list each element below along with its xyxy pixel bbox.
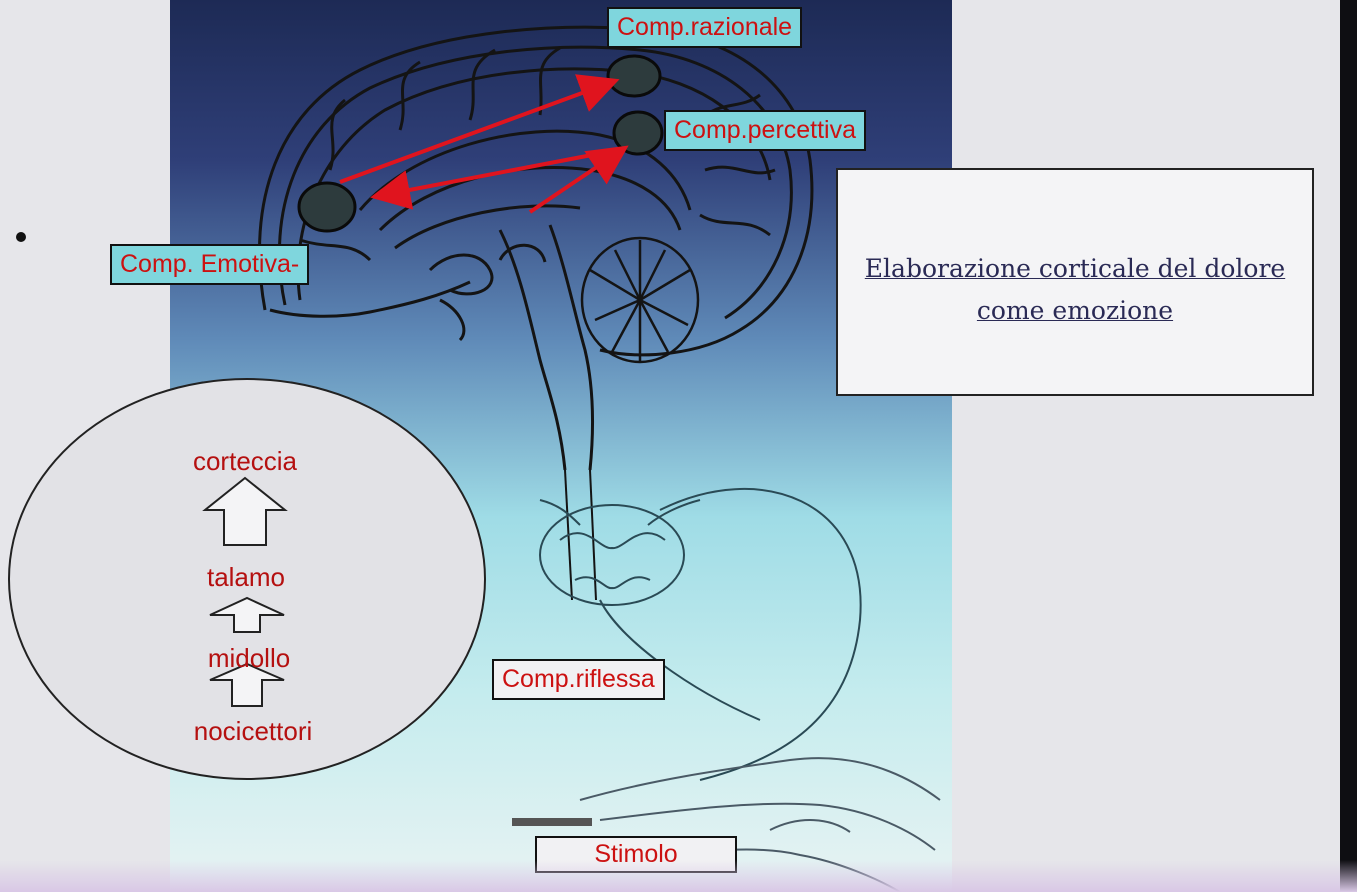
up-arrow-icon [205, 478, 285, 545]
stage-thalamus: talamo [207, 564, 285, 590]
up-arrow-icon [210, 598, 284, 632]
stage-nociceptors: nocicettori [194, 718, 313, 744]
bottom-edge [0, 860, 1357, 892]
stage-cortex: corteccia [193, 448, 297, 474]
stage-spinal-cord: midollo [208, 645, 290, 671]
